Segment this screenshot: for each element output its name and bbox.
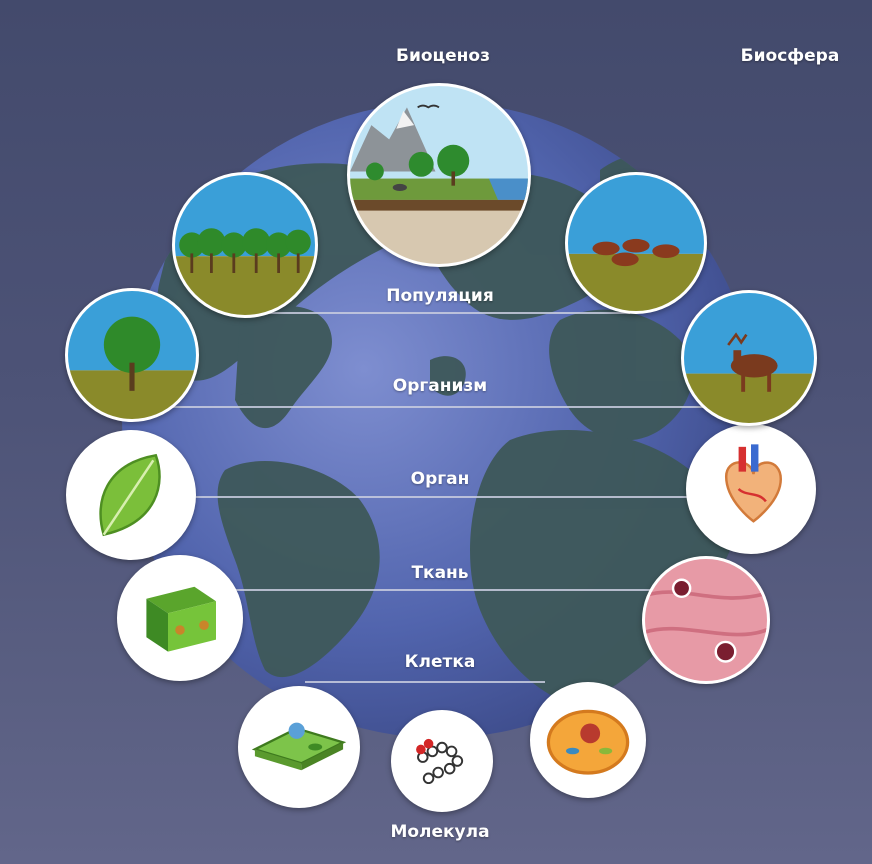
level-label-molecule: Молекула xyxy=(390,822,490,842)
level-label-population: Популяция xyxy=(386,286,494,306)
level-label-biosphere: Биосфера xyxy=(740,46,840,66)
level-label-organ: Орган xyxy=(410,469,470,489)
heart-icon xyxy=(686,424,816,554)
leaf-tissue-icon xyxy=(117,555,243,681)
tree-group-icon xyxy=(172,172,318,318)
leaf-icon xyxy=(66,430,196,560)
tree-icon xyxy=(65,288,199,422)
level-label-cell: Клетка xyxy=(404,652,476,672)
molecule-icon xyxy=(391,710,493,812)
level-label-biocenosis: Биоценоз xyxy=(396,46,490,66)
animal-cell-icon xyxy=(530,682,646,798)
moose-herd-icon xyxy=(565,172,707,314)
level-lines xyxy=(160,312,720,683)
level-label-tissue: Ткань xyxy=(411,563,469,583)
level-label-organism: Организм xyxy=(392,376,488,396)
animal-tissue-icon xyxy=(642,556,770,684)
plant-cell-icon xyxy=(238,686,360,808)
moose-icon xyxy=(681,290,817,426)
ecosystem-icon xyxy=(347,83,531,267)
